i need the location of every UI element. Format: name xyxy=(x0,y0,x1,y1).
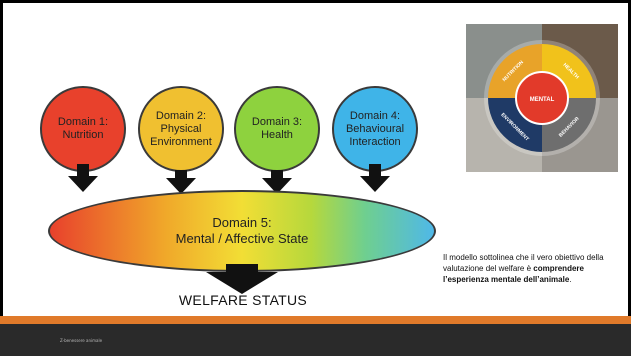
note-suffix: . xyxy=(569,275,572,284)
domain-2-physical-environment: Domain 2: Physical Environment xyxy=(138,86,224,172)
arrow-down-icon xyxy=(262,170,292,194)
note-bold: comprendere l’esperienza mentale dell’an… xyxy=(443,264,584,284)
domain-4-behavioural-interaction: Domain 4: Behavioural Interaction xyxy=(332,86,418,172)
segment-mental xyxy=(515,71,569,125)
welfare-status-label: WELFARE STATUS xyxy=(178,292,308,308)
arrow-down-icon xyxy=(166,170,196,194)
domain-4-label: Domain 4: Behavioural Interaction xyxy=(345,109,405,148)
arrow-down-icon xyxy=(206,264,278,294)
arrow-down-icon xyxy=(360,164,390,192)
domain-1-nutrition: Domain 1: Nutrition xyxy=(40,86,126,172)
welfare-domains-wheel: MENTAL NUTRITION HEALTH BEHAVIOR ENVIRON… xyxy=(466,24,618,172)
domain-2-label: Domain 2: Physical Environment xyxy=(150,109,212,148)
domain-5-mental-affective-state: Domain 5: Mental / Affective State xyxy=(48,190,436,272)
arrow-down-icon xyxy=(68,164,98,192)
footer-text: Z-benessere animale xyxy=(60,338,103,343)
domain-5-label: Domain 5: Mental / Affective State xyxy=(175,215,309,246)
domain-1-label: Domain 1: Nutrition xyxy=(57,116,109,141)
footer-stripe xyxy=(0,316,631,324)
note-prefix: Il modello sottolinea che il vero obiett… xyxy=(443,253,604,273)
explanatory-note: Il modello sottolinea che il vero obiett… xyxy=(443,252,623,285)
wheel-mental-label: MENTAL xyxy=(530,97,555,103)
domain-3-label: Domain 3: Health xyxy=(251,116,303,141)
domain-3-health: Domain 3: Health xyxy=(234,86,320,172)
